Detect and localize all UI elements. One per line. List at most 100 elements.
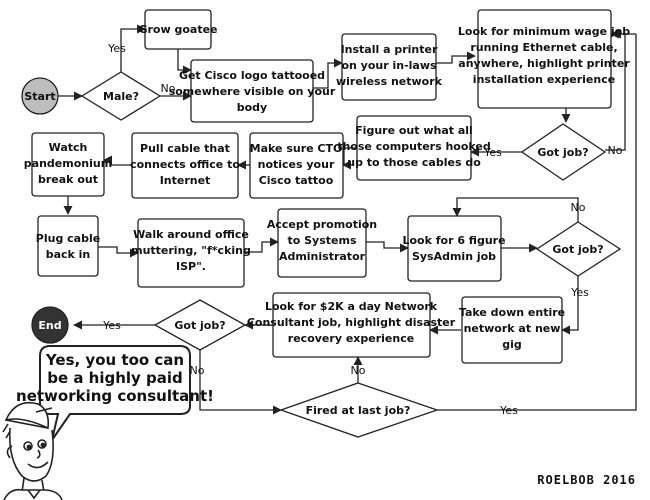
walk-line-3: ISP". [176, 260, 206, 273]
edge-gotjob2-no [452, 197, 579, 222]
edge-goatee-tattoo [177, 49, 192, 75]
tattoo-line-1: Get Cisco logo tattooed [179, 69, 325, 82]
figureout-line-1: Figure out what all [355, 124, 473, 137]
minwage-box [477, 9, 612, 109]
bubble-line-1: Yes, you too can [45, 351, 184, 369]
bubble-line-3: networking consultant! [16, 387, 214, 405]
consultant-box [272, 292, 431, 358]
male-no-label: No [161, 82, 176, 95]
gotjob1-no-label: No [608, 144, 623, 157]
plugback-line-1: Plug cable [36, 232, 100, 245]
figureout-line-3: up to those cables do [347, 156, 481, 169]
pullcable-line-1: Pull cable that [140, 142, 230, 155]
printer-box [341, 33, 437, 101]
gotjob1-decision [520, 123, 607, 181]
edge-gotjob3-no [199, 350, 282, 415]
fired-yes-label: Yes [499, 404, 518, 417]
cartoon-character-illustration [2, 401, 63, 500]
edge-pull-watch [103, 155, 132, 166]
end-label: End [38, 319, 61, 332]
cto-box [249, 132, 344, 199]
tattoo-line-3: body [237, 101, 267, 114]
minwage-line-2: running Ethernet cable, [470, 41, 617, 54]
gotjob1-label: Got job? [537, 146, 588, 159]
plugback-line-2: back in [46, 248, 91, 261]
cto-line-2: notices your [258, 158, 335, 171]
pullcable-line-3: Internet [160, 174, 211, 187]
printer-line-3: wireless network [336, 75, 443, 88]
goatee-label: Grow goatee [138, 23, 217, 36]
edge-male-goatee [120, 24, 146, 72]
start-label: Start [24, 90, 55, 103]
printer-line-2: on your in-laws [341, 59, 437, 72]
start-terminal [21, 77, 59, 115]
edge-labels: Yes No No Yes No Yes Yes No No Yes [102, 42, 623, 417]
tattoo-box [190, 59, 314, 123]
artist-signature: ROELBOB 2016 [537, 473, 636, 487]
gotjob3-decision [153, 299, 247, 351]
promotion-line-3: Administrator [279, 250, 366, 263]
end-terminal [31, 306, 69, 344]
fired-label: Fired at last job? [306, 404, 411, 417]
pullcable-box [131, 132, 239, 199]
goatee-box [144, 9, 212, 50]
takedown-line-2: network at new [464, 322, 561, 335]
walk-line-2: muttering, "f*cking [131, 244, 251, 257]
bubble-line-2: be a highly paid [47, 369, 183, 387]
promotion-line-1: Accept promotion [267, 218, 377, 231]
consultant-line-1: Look for $2K a day Network [265, 300, 438, 313]
gotjob2-decision [535, 221, 622, 277]
figureout-box [356, 115, 472, 181]
nodes [21, 9, 622, 438]
edge-plug-walk [98, 246, 139, 258]
walk-line-1: Walk around office [133, 228, 249, 241]
watch-line-2: pandemonium [24, 157, 112, 170]
gotjob3-no-label: No [190, 364, 205, 377]
gotjob2-label: Got job? [552, 243, 603, 256]
walk-box [137, 218, 245, 288]
cto-line-1: Make sure CTO [250, 142, 343, 155]
male-label: Male? [103, 90, 139, 103]
promotion-line-2: to Systems [287, 234, 356, 247]
node-labels: Start Male? Grow goatee Get Cisco logo t… [24, 23, 630, 417]
promotion-box [277, 208, 367, 278]
edge-printer-minwage [436, 51, 476, 64]
sixfigure-line-2: SysAdmin job [412, 250, 496, 263]
takedown-line-3: gig [502, 338, 522, 351]
fired-decision [279, 382, 440, 438]
pullcable-line-2: connects office to [130, 158, 240, 171]
takedown-line-1: Take down entire [459, 306, 565, 319]
minwage-line-1: Look for minimum wage job [458, 25, 630, 38]
male-yes-label: Yes [107, 42, 126, 55]
gotjob2-no-label: No [571, 201, 586, 214]
minwage-line-4: installation experience [473, 73, 615, 86]
watch-box [31, 132, 105, 197]
speech-bubble: Yes, you too can be a highly paid networ… [16, 345, 214, 441]
gotjob3-yes-label: Yes [102, 319, 121, 332]
edge-walk-promo [244, 237, 279, 253]
plugback-box [37, 215, 99, 277]
edges [58, 24, 637, 415]
edge-promo-six [366, 241, 409, 253]
gotjob1-yes-label: Yes [483, 146, 502, 159]
male-decision [80, 71, 162, 121]
edge-gotjob2-yes [561, 276, 579, 335]
edge-fired-yes [437, 34, 637, 411]
sixfigure-line-1: Look for 6 figure [402, 234, 505, 247]
consultant-line-3: recovery experience [288, 332, 414, 345]
printer-line-1: Install a printer [341, 43, 438, 56]
watch-line-1: Watch [49, 141, 88, 154]
watch-line-3: break out [38, 173, 98, 186]
edge-tattoo-printer [313, 58, 343, 89]
figureout-line-2: those computers hooked [337, 140, 491, 153]
gotjob3-label: Got job? [174, 319, 225, 332]
fired-no-label: No [351, 364, 366, 377]
tattoo-line-2: somewhere visible on your [169, 85, 336, 98]
minwage-line-3: anywhere, highlight printer [458, 57, 630, 70]
gotjob2-yes-label: Yes [570, 286, 589, 299]
takedown-box [461, 296, 563, 364]
consultant-line-2: Consultant job, highlight disaster [247, 316, 456, 329]
cto-line-3: Cisco tattoo [259, 174, 334, 187]
